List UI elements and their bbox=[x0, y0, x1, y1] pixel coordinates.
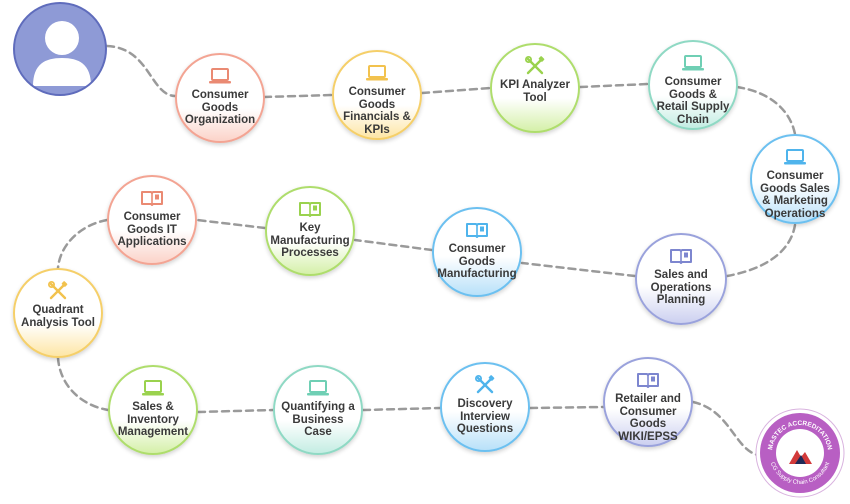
connector-manufacturing-to-key-processes bbox=[353, 238, 434, 252]
node-key-manufacturing-processes[interactable]: Key Manufacturing Processes bbox=[265, 186, 355, 276]
node-consumer-goods-it-applications[interactable]: Consumer Goods IT Applications bbox=[107, 175, 197, 265]
connector-org-to-financials bbox=[262, 93, 334, 99]
tools-icon bbox=[524, 56, 546, 75]
tools-icon bbox=[47, 281, 69, 300]
node-consumer-goods-organization[interactable]: Consumer Goods Organization bbox=[175, 53, 265, 143]
connector-discovery-to-wiki bbox=[528, 405, 605, 410]
node-discovery-interview-questions[interactable]: Discovery Interview Questions bbox=[440, 362, 530, 452]
connector-kpi-to-supplychain bbox=[578, 82, 650, 89]
node-label: KPI Analyzer Tool bbox=[500, 79, 570, 104]
book-icon bbox=[297, 200, 323, 218]
node-label: Consumer Goods Sales & Marketing Operati… bbox=[760, 170, 830, 220]
connector-wiki-to-badge bbox=[691, 400, 760, 457]
node-label: Sales and Operations Planning bbox=[650, 269, 712, 306]
laptop-icon bbox=[364, 64, 390, 82]
connector-sales-inventory-to-business-case bbox=[196, 408, 275, 414]
user-icon bbox=[33, 21, 91, 86]
node-quantifying-a-business-case[interactable]: Quantifying a Business Case bbox=[273, 365, 363, 455]
node-consumer-goods-retail-supply-chain[interactable]: Consumer Goods & Retail Supply Chain bbox=[648, 40, 738, 130]
node-label: Discovery Interview Questions bbox=[456, 398, 514, 435]
connector-avatar-to-org bbox=[105, 44, 177, 98]
book-icon bbox=[635, 371, 661, 389]
node-label: Consumer Goods Organization bbox=[184, 89, 256, 126]
connector-it-to-quadrant bbox=[56, 218, 109, 270]
node-label: Consumer Goods Manufacturing bbox=[437, 243, 517, 280]
connector-key-processes-to-it bbox=[195, 218, 267, 230]
accreditation-badge: MASTEC ACCREDITATION CG Supply Chain Con… bbox=[755, 408, 845, 498]
tools-icon bbox=[474, 375, 496, 394]
node-consumer-goods-sales-marketing-operations[interactable]: Consumer Goods Sales & Marketing Operati… bbox=[750, 134, 840, 224]
node-quadrant-analysis-tool[interactable]: Quadrant Analysis Tool bbox=[13, 268, 103, 358]
node-consumer-goods-manufacturing[interactable]: Consumer Goods Manufacturing bbox=[432, 207, 522, 297]
node-label: Consumer Goods IT Applications bbox=[117, 211, 187, 248]
laptop-icon bbox=[782, 148, 808, 166]
node-label: Key Manufacturing Processes bbox=[270, 222, 350, 259]
book-icon bbox=[139, 189, 165, 207]
node-kpi-analyzer-tool[interactable]: KPI Analyzer Tool bbox=[490, 43, 580, 133]
node-label: Sales & Inventory Management bbox=[117, 401, 189, 438]
node-sales-inventory-management[interactable]: Sales & Inventory Management bbox=[108, 365, 198, 455]
node-label: Quadrant Analysis Tool bbox=[21, 304, 95, 329]
node-sales-and-operations-planning[interactable]: Sales and Operations Planning bbox=[635, 233, 727, 325]
laptop-icon bbox=[140, 379, 166, 397]
node-label: Consumer Goods Financials & KPIs bbox=[343, 86, 411, 136]
connector-financials-to-kpi bbox=[420, 86, 492, 95]
connector-sales-marketing-to-sop bbox=[725, 223, 797, 278]
laptop-icon bbox=[207, 67, 233, 85]
node-label: Retailer and Consumer Goods WIKI/EPSS bbox=[615, 393, 681, 443]
node-consumer-goods-financials-kpis[interactable]: Consumer Goods Financials & KPIs bbox=[332, 50, 422, 140]
node-label: Quantifying a Business Case bbox=[281, 401, 355, 438]
connector-business-case-to-discovery bbox=[361, 406, 442, 412]
connector-sop-to-manufacturing bbox=[520, 261, 637, 278]
laptop-icon bbox=[680, 54, 706, 72]
node-label: Consumer Goods & Retail Supply Chain bbox=[656, 76, 730, 126]
book-icon bbox=[464, 221, 490, 239]
user-avatar bbox=[13, 2, 107, 96]
laptop-icon bbox=[305, 379, 331, 397]
connector-supplychain-to-sales-marketing bbox=[735, 85, 797, 136]
book-icon bbox=[668, 247, 694, 265]
node-retailer-consumer-goods-wiki-epss[interactable]: Retailer and Consumer Goods WIKI/EPSS bbox=[603, 357, 693, 447]
connector-quadrant-to-sales-inventory bbox=[56, 356, 110, 412]
